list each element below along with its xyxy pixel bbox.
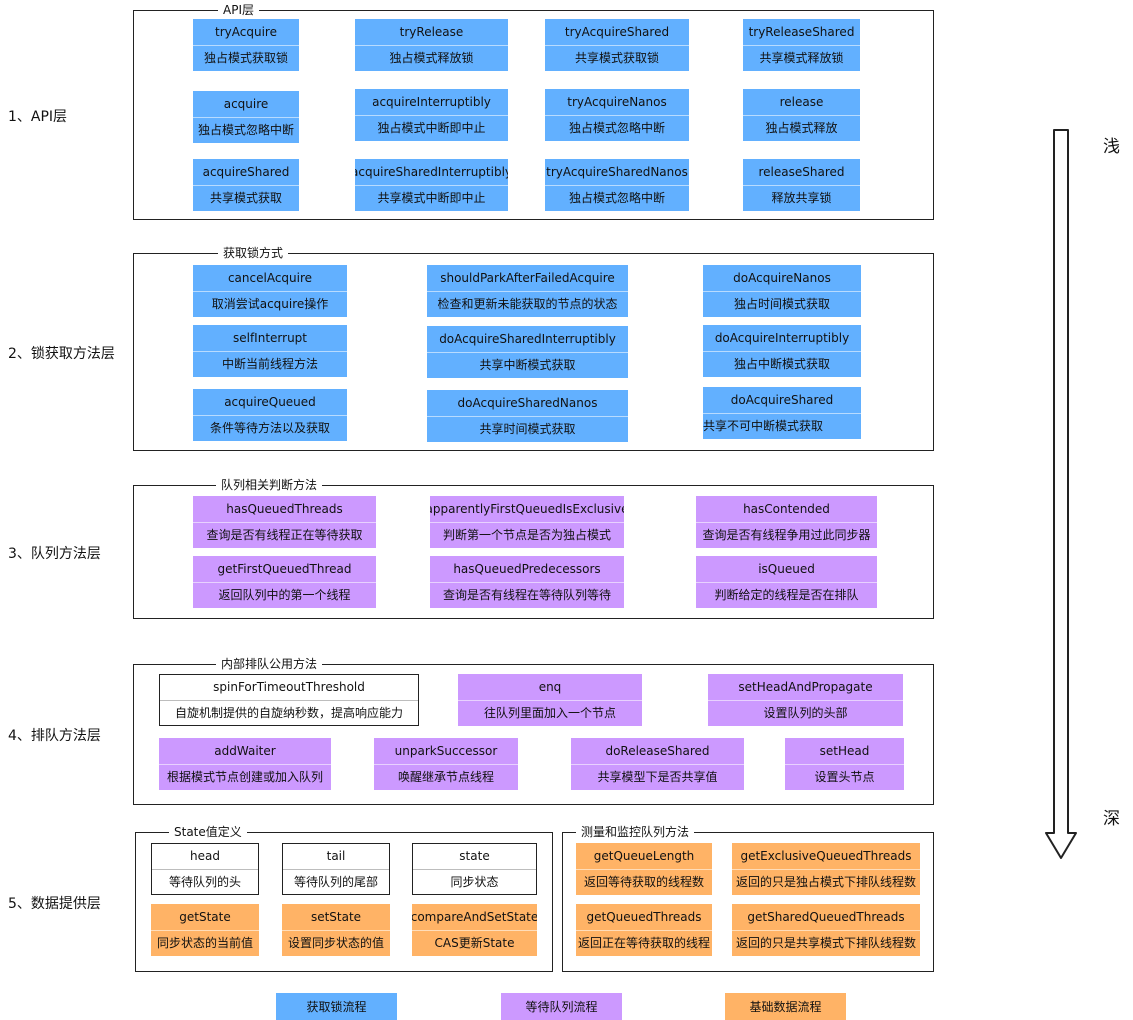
queue-panel-title: 队列相关判断方法 (216, 478, 323, 492)
enqueue-panel-title: 内部排队公用方法 (216, 657, 323, 671)
monitor-panel-title: 测量和监控队列方法 (576, 825, 695, 839)
api-panel-title: API层 (218, 3, 259, 17)
layer-label-enqueue: 4、排队方法层 (8, 728, 101, 744)
deep-label: 深 (1103, 809, 1120, 829)
legend-queue-flow: 等待队列流程 (501, 993, 622, 1020)
layer-label-lock: 2、锁获取方法层 (8, 346, 115, 362)
layer-label-queue: 3、队列方法层 (8, 546, 101, 562)
legend-lock-flow: 获取锁流程 (276, 993, 397, 1020)
legend-data-flow: 基础数据流程 (725, 993, 846, 1020)
shallow-label: 浅 (1103, 137, 1120, 157)
layer-label-data: 5、数据提供层 (8, 896, 101, 912)
state-panel-title: State值定义 (169, 825, 247, 839)
layer-label-api: 1、API层 (8, 109, 68, 125)
lock-panel-title: 获取锁方式 (218, 246, 289, 260)
depth-arrow-icon (1045, 129, 1077, 859)
